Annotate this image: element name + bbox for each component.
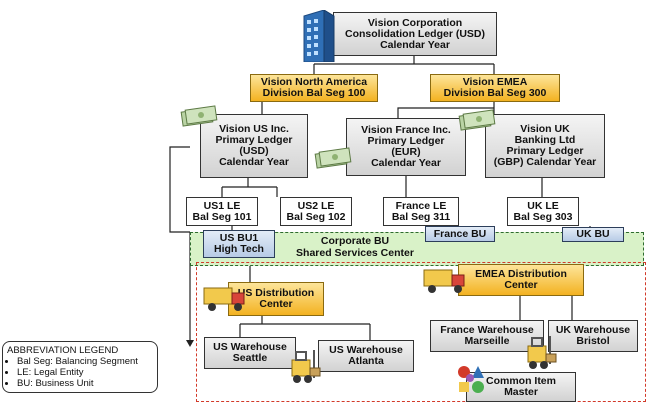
distribution-region (196, 262, 646, 402)
common-item-master-box: Common Item Master (466, 372, 576, 402)
us-primary-ledger-box: Vision US Inc. Primary Ledger (USD) Cale… (200, 114, 308, 178)
us2-le-box: US2 LE Bal Seg 102 (280, 197, 352, 226)
common-item-master-label: Common Item Master (485, 375, 556, 398)
us-warehouse-atlanta-label: US Warehouse Atlanta (329, 344, 403, 367)
us-distribution-center-label: US Distribution Center (237, 287, 315, 310)
uk-primary-ledger-box: Vision UK Banking Ltd Primary Ledger (GB… (485, 114, 605, 178)
division-emea-box: Vision EMEA Division Bal Seg 300 (430, 74, 560, 102)
us-warehouse-seattle-label: US Warehouse Seattle (213, 341, 287, 364)
money-icon (458, 109, 496, 131)
shapes-icon (458, 366, 484, 393)
corporate-bu-label: Corporate BU Shared Services Center (296, 235, 414, 259)
uk-warehouse-bristol-box: UK Warehouse Bristol (548, 320, 638, 352)
legend-item: LE: Legal Entity (17, 367, 153, 378)
division-emea-label: Vision EMEA Division Bal Seg 300 (443, 76, 547, 99)
france-bu-label: France BU (433, 227, 487, 240)
uk-le-label: UK LE Bal Seg 303 (513, 199, 573, 223)
uk-le-box: UK LE Bal Seg 303 (507, 197, 579, 226)
division-north-america-box: Vision North America Division Bal Seg 10… (250, 74, 378, 102)
truck-icon (423, 269, 465, 293)
us1-le-box: US1 LE Bal Seg 101 (186, 197, 258, 226)
france-bu-box: France BU (425, 226, 495, 242)
france-warehouse-marseille-box: France Warehouse Marseille (430, 320, 544, 352)
emea-distribution-center-box: EMEA Distribution Center (458, 264, 584, 296)
consolidation-ledger-box: Vision Corporation Consolidation Ledger … (333, 12, 497, 56)
us-primary-ledger-label: Vision US Inc. Primary Ledger (USD) Cale… (215, 123, 293, 168)
legend-list: Bal Seg: Balancing Segment LE: Legal Ent… (7, 356, 153, 389)
uk-warehouse-bristol-label: UK Warehouse Bristol (555, 324, 631, 347)
legend-title: ABBREVIATION LEGEND (7, 345, 119, 356)
us-warehouse-atlanta-box: US Warehouse Atlanta (318, 340, 414, 372)
money-icon (180, 105, 218, 127)
legend-item: BU: Business Unit (17, 378, 153, 389)
division-north-america-label: Vision North America Division Bal Seg 10… (260, 76, 368, 99)
france-le-box: France LE Bal Seg 311 (383, 197, 459, 226)
money-icon (314, 147, 352, 169)
forklift-icon (291, 350, 321, 383)
us1-le-label: US1 LE Bal Seg 101 (192, 199, 252, 223)
office-building-icon (303, 10, 335, 62)
france-primary-ledger-label: Vision France Inc. Primary Ledger (EUR) … (361, 124, 451, 169)
france-warehouse-marseille-label: France Warehouse Marseille (440, 324, 534, 347)
abbreviation-legend: ABBREVIATION LEGEND Bal Seg: Balancing S… (2, 341, 158, 393)
consolidation-ledger-label: Vision Corporation Consolidation Ledger … (345, 16, 485, 51)
france-primary-ledger-box: Vision France Inc. Primary Ledger (EUR) … (346, 118, 466, 176)
uk-bu-label: UK BU (576, 228, 610, 240)
emea-distribution-center-label: EMEA Distribution Center (475, 268, 567, 291)
truck-icon (203, 287, 245, 311)
legend-item: Bal Seg: Balancing Segment (17, 356, 153, 367)
uk-primary-ledger-label: Vision UK Banking Ltd Primary Ledger (GB… (493, 123, 597, 168)
us-warehouse-seattle-box: US Warehouse Seattle (204, 337, 296, 369)
us-bu1-box: US BU1 High Tech (203, 230, 275, 258)
forklift-icon (527, 336, 557, 369)
us2-le-label: US2 LE Bal Seg 102 (286, 199, 346, 223)
france-le-label: France LE Bal Seg 311 (391, 199, 451, 223)
us-bu1-label: US BU1 High Tech (214, 232, 264, 255)
uk-bu-box: UK BU (562, 227, 624, 242)
